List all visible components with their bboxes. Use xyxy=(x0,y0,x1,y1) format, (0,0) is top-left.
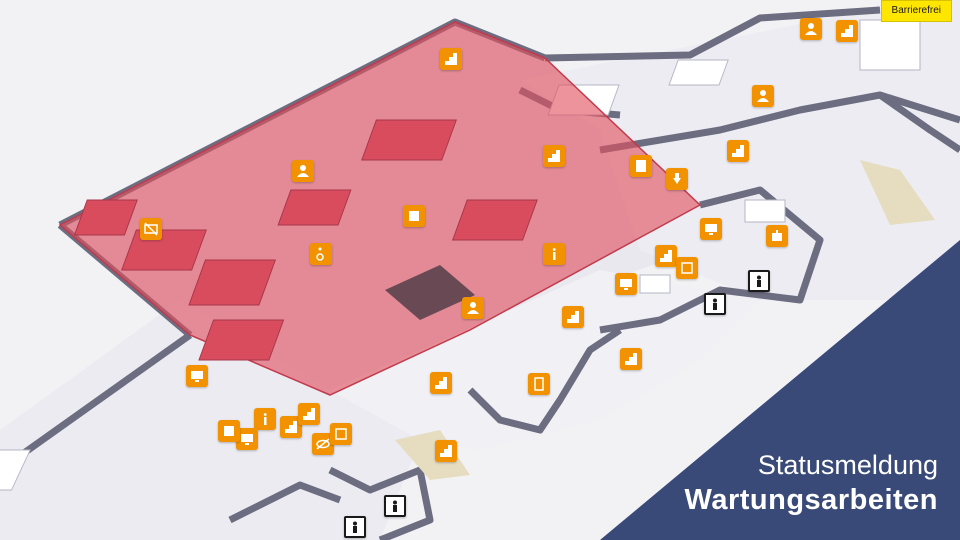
restricted-shelving xyxy=(73,119,538,361)
status-message: Statusmeldung Wartungsarbeiten xyxy=(685,448,938,518)
status-panel-shape xyxy=(600,240,960,540)
no-projector-icon[interactable] xyxy=(140,218,162,240)
person-info-icon[interactable] xyxy=(752,85,774,107)
locker-icon[interactable] xyxy=(218,420,240,442)
stairs-icon[interactable] xyxy=(562,306,584,328)
monitor-icon[interactable] xyxy=(236,428,258,450)
stairs-icon[interactable] xyxy=(440,48,462,70)
book-icon[interactable] xyxy=(403,205,425,227)
toilet-icon[interactable] xyxy=(384,495,406,517)
copier-icon[interactable] xyxy=(330,423,352,445)
monitor-icon[interactable] xyxy=(615,273,637,295)
status-subtitle: Wartungsarbeiten xyxy=(684,484,938,516)
download-icon[interactable] xyxy=(666,168,688,190)
no-eye-icon[interactable] xyxy=(312,433,334,455)
reading-room-dark xyxy=(385,265,475,320)
info-icon[interactable] xyxy=(254,408,276,430)
floor-slab-bottom xyxy=(0,300,420,540)
reader-icon[interactable] xyxy=(528,373,550,395)
stairs-icon[interactable] xyxy=(430,372,452,394)
wheelchair-icon[interactable] xyxy=(310,243,332,265)
building-icon[interactable] xyxy=(630,155,652,177)
monitor-icon[interactable] xyxy=(186,365,208,387)
shelving xyxy=(0,19,921,491)
person-info-icon[interactable] xyxy=(800,18,822,40)
status-title: Statusmeldung xyxy=(757,450,938,480)
stairs-icon[interactable] xyxy=(435,440,457,462)
accessibility-button[interactable]: Barrierefrei xyxy=(880,0,952,22)
stairs-icon[interactable] xyxy=(727,140,749,162)
stairs-icon[interactable] xyxy=(543,145,565,167)
stairs-icon[interactable] xyxy=(836,20,858,42)
toilet-icon[interactable] xyxy=(748,270,770,292)
stairs-icon[interactable] xyxy=(298,403,320,425)
robot-icon[interactable] xyxy=(766,225,788,247)
copier-icon[interactable] xyxy=(676,257,698,279)
stairs-area xyxy=(860,160,935,225)
info-icon[interactable] xyxy=(543,243,565,265)
stairs-icon[interactable] xyxy=(655,245,677,267)
status-panel: Statusmeldung Wartungsarbeiten xyxy=(600,240,960,540)
toilet-icon[interactable] xyxy=(704,293,726,315)
toilet-icon[interactable] xyxy=(344,516,366,538)
stairs-icon[interactable] xyxy=(620,348,642,370)
stairs-area-2 xyxy=(395,430,470,480)
monitor-icon[interactable] xyxy=(700,218,722,240)
person-pin-icon[interactable] xyxy=(462,297,484,319)
stairs-icon[interactable] xyxy=(280,416,302,438)
floor-slab-center xyxy=(330,270,760,450)
person-info-icon[interactable] xyxy=(292,160,314,182)
